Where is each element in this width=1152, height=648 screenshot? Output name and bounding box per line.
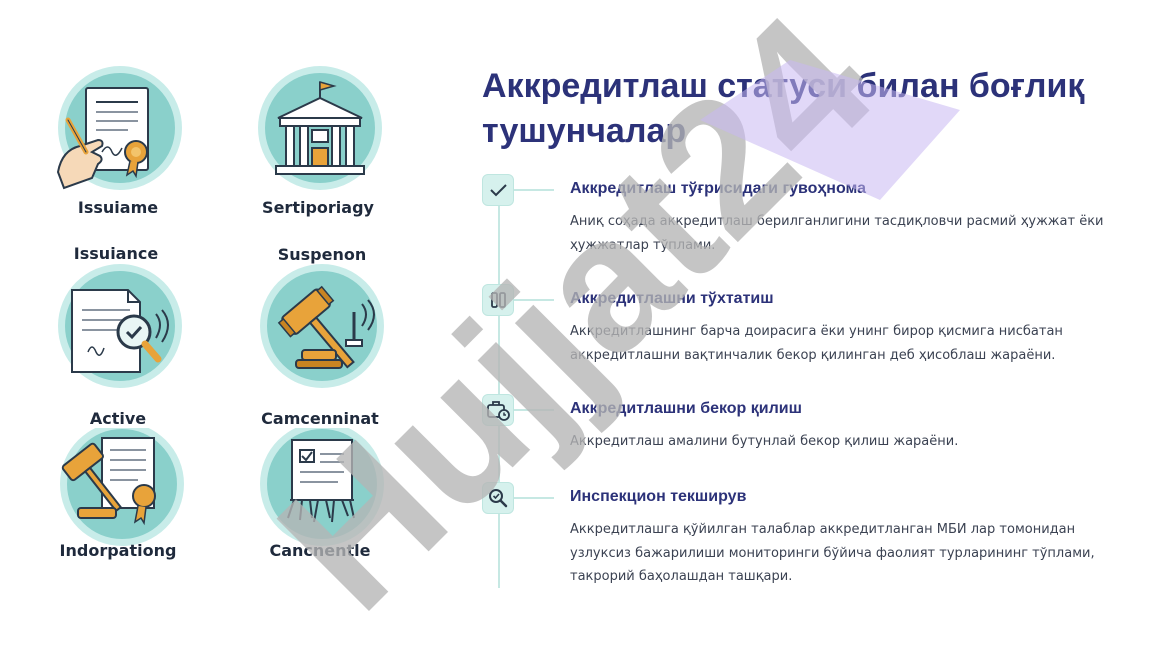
item-desc: Аккредитлашга қўйилган талаблар аккредит…	[570, 522, 1095, 584]
icon-caption: Active	[89, 409, 147, 428]
pause-icon	[482, 284, 514, 316]
connector	[514, 299, 554, 301]
item-desc: Аниқ соҳада аккредитлаш берилганлигини т…	[570, 214, 1104, 253]
shredded-document-icon	[250, 428, 390, 568]
timeline-line	[498, 178, 500, 588]
icon-caption: Suspenon	[277, 245, 367, 264]
item-desc: Аккредитлаш амалини бутунлай бекор қилиш…	[570, 434, 959, 449]
government-building-icon	[248, 66, 388, 206]
item-title: Аккредитлашни бекор қилиш	[570, 400, 802, 417]
connector	[514, 497, 554, 499]
briefcase-clock-icon	[482, 394, 514, 426]
connector	[514, 189, 554, 191]
icon-caption: Cancnentle	[269, 541, 371, 560]
magnifier-icon	[482, 482, 514, 514]
icon-caption: Sertiporiagy	[262, 198, 374, 217]
item-title: Аккредитлаш тўғрисидаги гувоҳнома	[570, 180, 867, 197]
icon-caption: Indorpationg	[59, 541, 177, 560]
icon-caption: Issuiance	[73, 244, 159, 263]
gavel-icon	[250, 264, 390, 404]
item-desc: Аккредитлашнинг барча доирасига ёки унин…	[570, 324, 1063, 363]
page-title: Аккредитлаш статуси билан боғлиқ тушунча…	[482, 67, 1085, 150]
icon-caption: Issuiame	[77, 198, 159, 217]
certificate-hand-icon	[48, 66, 188, 206]
check-icon	[482, 174, 514, 206]
gavel-document-seal-icon	[50, 428, 190, 568]
document-magnifier-icon	[48, 264, 188, 404]
connector	[514, 409, 554, 411]
icon-caption: Camcenninat	[261, 409, 379, 428]
item-title: Инспекцион текширув	[570, 488, 747, 505]
item-title: Аккредитлашни тўхтатиш	[570, 290, 774, 307]
